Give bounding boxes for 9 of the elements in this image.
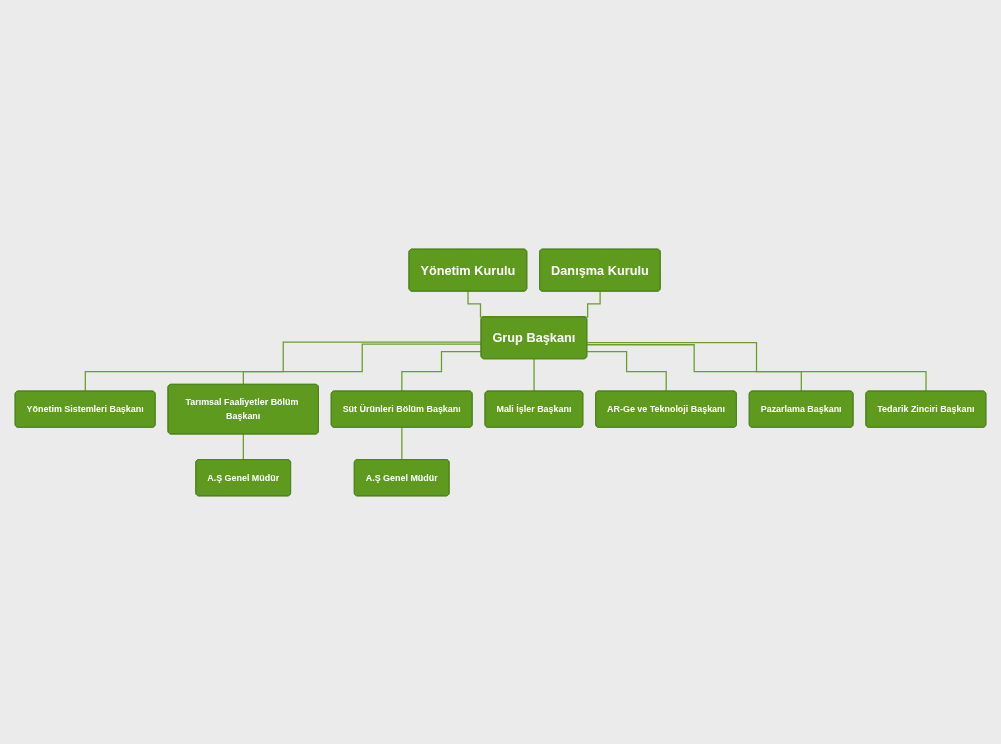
connector bbox=[84, 340, 482, 392]
connector bbox=[242, 343, 482, 385]
connector bbox=[586, 350, 667, 392]
connector bbox=[533, 357, 535, 392]
connector bbox=[586, 341, 927, 392]
connector bbox=[242, 433, 245, 460]
connector bbox=[401, 350, 482, 392]
connector bbox=[586, 343, 803, 392]
connector bbox=[401, 426, 403, 460]
